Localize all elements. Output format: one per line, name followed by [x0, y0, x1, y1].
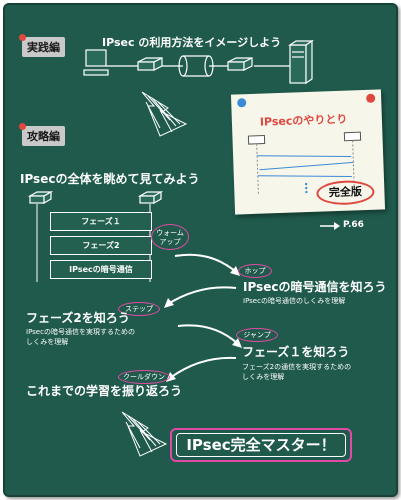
step-label-warmup: ウォーム アップ	[151, 224, 189, 250]
overview-title: IPsecの全体を眺めて見てみよう	[20, 172, 200, 186]
step-label-step: ステップ	[118, 302, 160, 316]
final-banner: IPsec完全マスター！	[170, 428, 352, 462]
section-tag-strategy: 攻略編	[19, 123, 65, 146]
exchange-diagram	[247, 131, 362, 194]
hatched-arrow-icon	[121, 411, 168, 457]
step-label-hop: ホップ	[238, 264, 272, 278]
step-desc-jump: フェーズ2の通信を実現するための しくみを理解	[242, 363, 352, 381]
page-reference: P.66	[343, 220, 364, 230]
step-title-step: フェーズ2を知ろう	[26, 311, 130, 325]
router-icon	[137, 57, 253, 71]
step-title-cooldown: これまでの学習を振り返ろう	[26, 384, 183, 398]
phase-box: フェーズ１	[50, 212, 152, 231]
server-icon	[288, 39, 314, 85]
final-banner-text: IPsec完全マスター！	[176, 433, 346, 457]
step-label-cooldown: クールダウン	[118, 370, 170, 384]
step-title-hop: IPsecの暗号通信を知ろう	[243, 280, 387, 294]
step-desc-hop: IPsecの暗号通信のしくみを理解	[243, 297, 346, 305]
hatched-arrow-icon	[141, 91, 188, 137]
step-desc-step: IPsecの暗号通信を実現するための しくみを理解	[26, 328, 135, 346]
phase-box: IPsecの暗号通信	[50, 260, 152, 279]
phase-box: フェーズ2	[50, 236, 152, 255]
step-title-jump: フェーズ１を知ろう	[242, 345, 350, 359]
sticky-note: IPsecのやりとり 完全版	[230, 89, 386, 215]
step-label-jump: ジャンプ	[236, 328, 278, 342]
practice-title: IPsec の利用方法をイメージしよう	[102, 36, 282, 49]
pc-icon	[83, 49, 109, 76]
section-tag-practice: 実践編	[19, 34, 65, 57]
